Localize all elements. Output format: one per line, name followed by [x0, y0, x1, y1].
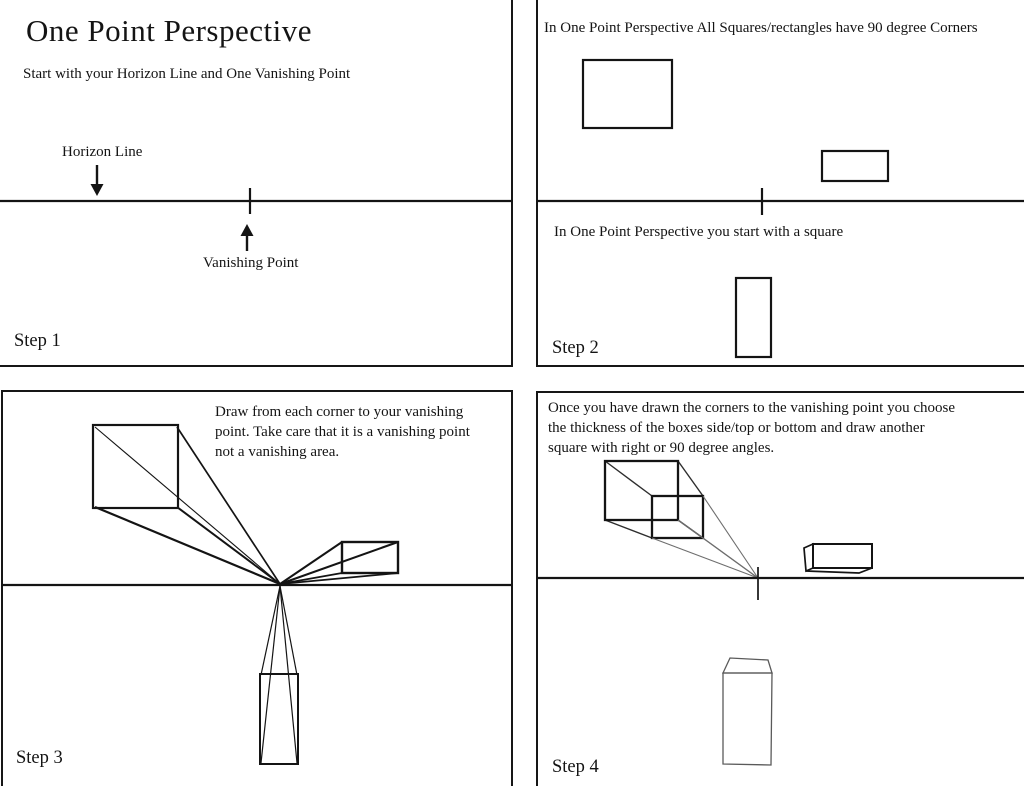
step1-panel — [0, 0, 513, 367]
step4-label: Step 4 — [552, 757, 599, 777]
step2-panel — [536, 0, 1024, 367]
step4-caption-line: Once you have drawn the corners to the v… — [548, 400, 955, 416]
step1-subtitle: Start with your Horizon Line and One Van… — [23, 66, 351, 82]
step4-caption-line: square with right or 90 degree angles. — [548, 440, 775, 456]
horizon-line-label: Horizon Line — [62, 144, 143, 160]
step3-label: Step 3 — [16, 748, 63, 768]
step3-panel — [1, 390, 513, 786]
vanishing-point-label: Vanishing Point — [203, 255, 299, 271]
step4-panel — [536, 391, 1024, 786]
step3-caption-line: point. Take care that it is a vanishing … — [215, 424, 470, 440]
step4-caption: Once you have drawn the corners to the v… — [548, 398, 955, 458]
step4-caption-line: the thickness of the boxes side/top or b… — [548, 420, 925, 436]
step3-caption: Draw from each corner to your vanishing … — [215, 402, 470, 462]
step1-label: Step 1 — [14, 331, 61, 351]
step2-caption-top: In One Point Perspective All Squares/rec… — [544, 20, 978, 36]
step3-caption-line: Draw from each corner to your vanishing — [215, 404, 464, 420]
step2-caption-middle: In One Point Perspective you start with … — [554, 224, 844, 240]
step3-caption-line: not a vanishing area. — [215, 444, 340, 460]
page-title: One Point Perspective — [26, 13, 313, 48]
step2-label: Step 2 — [552, 338, 599, 358]
